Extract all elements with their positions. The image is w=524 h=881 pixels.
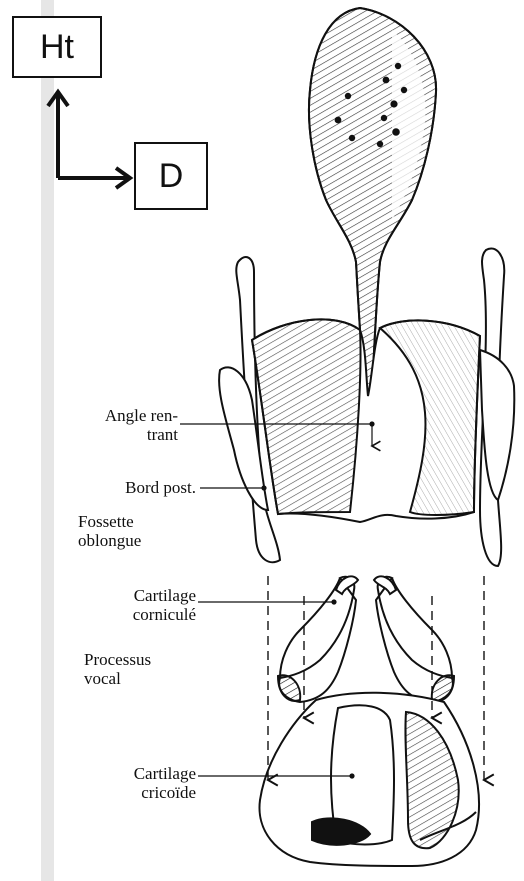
label-cricoide: Cartilage cricoïde bbox=[60, 764, 196, 802]
label-angle-rentrant: Angle ren- trant bbox=[60, 406, 178, 444]
label-processus-line1: Processus bbox=[84, 650, 204, 669]
label-corniculate-line2: corniculé bbox=[60, 605, 196, 624]
label-cricoide-line2: cricoïde bbox=[60, 783, 196, 802]
label-bord-post-text: Bord post. bbox=[60, 478, 196, 497]
arytenoid-cartilages bbox=[278, 576, 454, 702]
label-bord-post: Bord post. bbox=[60, 478, 196, 497]
label-corniculate-line1: Cartilage bbox=[60, 586, 196, 605]
label-fossette-line1: Fossette bbox=[78, 512, 198, 531]
cricoid-cartilage bbox=[259, 693, 479, 866]
orientation-arrows bbox=[48, 92, 130, 188]
label-fossette-line2: oblongue bbox=[78, 531, 198, 550]
label-fossette: Fossette oblongue bbox=[78, 512, 198, 550]
label-cricoide-line1: Cartilage bbox=[60, 764, 196, 783]
label-angle-rentrant-line2: trant bbox=[60, 425, 178, 444]
label-angle-rentrant-line1: Angle ren- bbox=[60, 406, 178, 425]
label-processus-line2: vocal bbox=[84, 669, 204, 688]
label-corniculate: Cartilage corniculé bbox=[60, 586, 196, 624]
label-processus: Processus vocal bbox=[84, 650, 204, 688]
